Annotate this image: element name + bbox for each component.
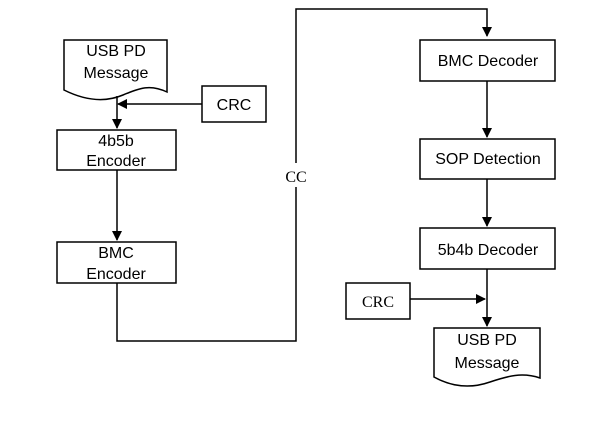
rx-usb-pd-message-node: USB PD Message (433, 327, 541, 387)
encoder-4b5b-label-line2: Encoder (86, 153, 146, 170)
encoder-4b5b-label-line1: 4b5b (98, 133, 134, 150)
tx-crc-box (201, 85, 267, 123)
decoder-5b4b-node: 5b4b Decoder (419, 227, 556, 270)
encoder-4b5b-node: 4b5b Encoder (56, 129, 177, 171)
rx-message-label-line2: Message (455, 355, 520, 372)
bmc-decoder-box (419, 39, 556, 82)
tx-message-label-line2: Message (84, 65, 149, 82)
tx-crc-node: CRC (201, 85, 267, 123)
rx-crc-node: CRC (345, 282, 411, 320)
tx-message-document-shape (63, 39, 168, 101)
rx-crc-label: CRC (362, 294, 394, 311)
sop-detection-node: SOP Detection (419, 138, 556, 180)
bmc-decoder-label: BMC Decoder (438, 53, 539, 70)
cc-label-background (289, 163, 305, 187)
rx-message-document-shape (433, 327, 541, 387)
decoder-5b4b-box (419, 227, 556, 270)
bmc-encoder-box (56, 241, 177, 284)
bmc-encoder-label-line1: BMC (98, 245, 134, 262)
tx-usb-pd-message-node: USB PD Message (63, 39, 168, 101)
sop-detection-box (419, 138, 556, 180)
bmc-encoder-node: BMC Encoder (56, 241, 177, 284)
cc-label: CC (285, 169, 306, 186)
tx-crc-label: CRC (217, 97, 252, 114)
bmc-encoder-label-line2: Encoder (86, 266, 146, 283)
bmc-decoder-node: BMC Decoder (419, 39, 556, 82)
tx-message-label-line1: USB PD (86, 43, 146, 60)
rx-crc-box (345, 282, 411, 320)
decoder-5b4b-label: 5b4b Decoder (438, 242, 539, 259)
rx-message-label-line1: USB PD (457, 332, 517, 349)
sop-detection-label: SOP Detection (435, 151, 541, 168)
